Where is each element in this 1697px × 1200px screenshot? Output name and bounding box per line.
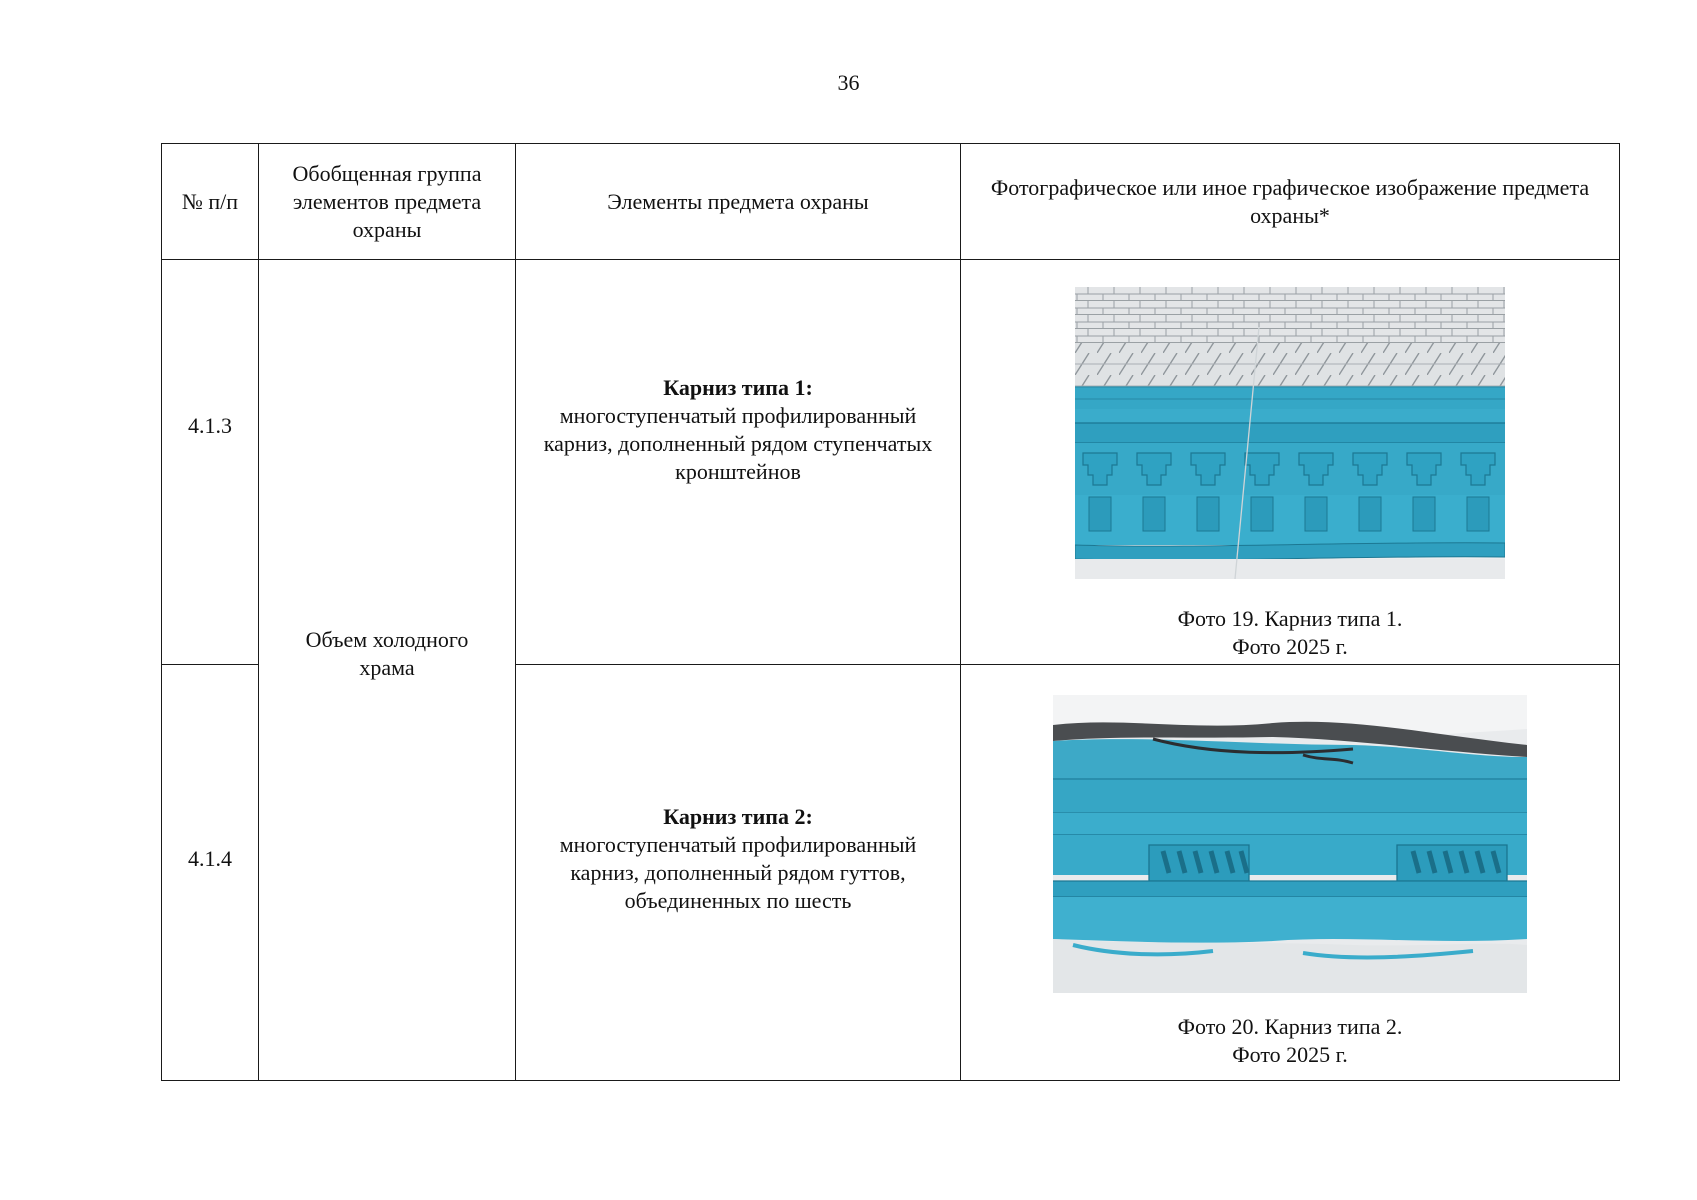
- header-group: Обобщенная группа элементов предмета охр…: [258, 143, 516, 260]
- photo-caption-date: Фото 2025 г.: [1232, 634, 1348, 659]
- photo-caption-date: Фото 2025 г.: [1232, 1042, 1348, 1067]
- element-title: Карниз типа 2:: [663, 803, 813, 829]
- row-number: 4.1.3: [161, 259, 259, 665]
- cornice-brackets-photo-icon: [1075, 287, 1505, 579]
- protection-subject-table: № п/п Обобщенная группа элементов предме…: [161, 143, 1620, 1081]
- table-row: 4.1.4 Карниз типа 2: многоступенчатый пр…: [161, 664, 1620, 1081]
- group-name-cell: Объем холодного храма: [258, 259, 516, 1081]
- table-row: 4.1.3 Объем холодного храма Карниз типа …: [161, 259, 1620, 1081]
- element-text: многоступенчатый профилированный карниз,…: [543, 403, 933, 484]
- element-description: Карниз типа 1: многоступенчатый профилир…: [515, 259, 961, 665]
- row-number: 4.1.4: [161, 664, 259, 1081]
- photo-caption-title: Фото 20. Карниз типа 2.: [1177, 1014, 1403, 1039]
- header-elements: Элементы предмета охраны: [515, 143, 961, 260]
- element-description: Карниз типа 2: многоступенчатый профилир…: [515, 664, 961, 1081]
- cornice-guttae-photo-icon: [1053, 695, 1527, 993]
- page-number: 36: [837, 70, 860, 95]
- group-name: Объем холодного храма: [305, 627, 469, 680]
- element-text: многоступенчатый профилированный карниз,…: [559, 831, 917, 913]
- header-photo: Фотографическое или иное графическое изо…: [960, 143, 1620, 260]
- header-num: № п/п: [161, 143, 259, 260]
- photo-cell: Фото 19. Карниз типа 1. Фото 2025 г.: [960, 259, 1620, 665]
- element-title: Карниз типа 1:: [663, 375, 813, 400]
- photo-caption-title: Фото 19. Карниз типа 1.: [1177, 606, 1403, 631]
- table-header-row: № п/п Обобщенная группа элементов предме…: [161, 143, 1620, 260]
- photo-cell: Фото 20. Карниз типа 2. Фото 2025 г.: [960, 664, 1620, 1081]
